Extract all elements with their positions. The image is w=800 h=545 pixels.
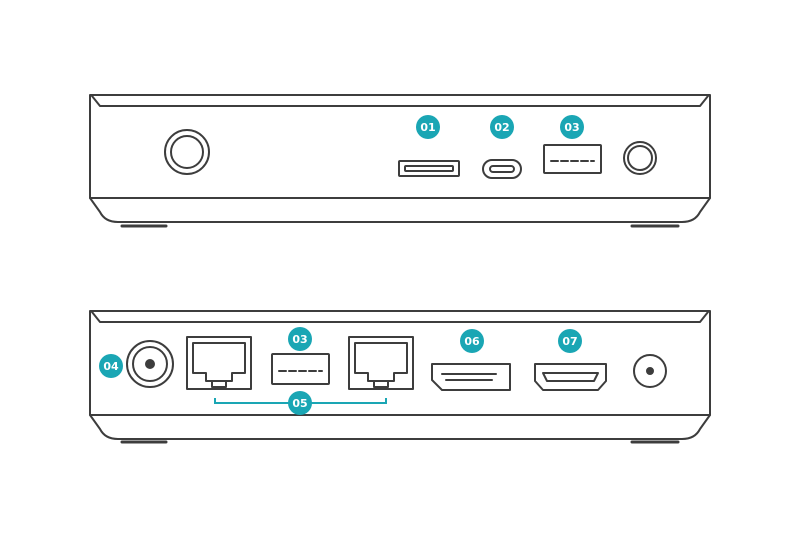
rear-top-bevel bbox=[91, 311, 709, 323]
badge-01-label: 01 bbox=[420, 121, 435, 134]
badge-07: 07 bbox=[558, 329, 582, 353]
displayport bbox=[431, 363, 511, 391]
badge-03-rear-label: 03 bbox=[292, 333, 307, 346]
badge-05: 05 bbox=[288, 391, 312, 415]
rear-panel bbox=[89, 310, 711, 444]
audio-jack bbox=[623, 141, 657, 175]
coax-antenna-port bbox=[126, 340, 174, 388]
usb-a-port-rear bbox=[271, 353, 330, 385]
rear-device-body bbox=[89, 310, 711, 440]
sd-card-slot bbox=[398, 160, 460, 177]
badge-05-label: 05 bbox=[292, 397, 307, 410]
dc-power-jack bbox=[633, 354, 667, 388]
ethernet-port-right bbox=[348, 336, 414, 390]
badge-06: 06 bbox=[460, 329, 484, 353]
ethernet-port-left bbox=[186, 336, 252, 390]
front-top-bevel bbox=[91, 95, 709, 107]
badge-03-rear: 03 bbox=[288, 327, 312, 351]
usb-c-port bbox=[482, 159, 522, 179]
front-panel bbox=[89, 94, 711, 228]
badge-02-label: 02 bbox=[494, 121, 509, 134]
badge-03-front: 03 bbox=[560, 115, 584, 139]
badge-03-front-label: 03 bbox=[564, 121, 579, 134]
badge-04-label: 04 bbox=[103, 360, 119, 373]
badge-01: 01 bbox=[416, 115, 440, 139]
badge-04: 04 bbox=[99, 354, 123, 378]
power-button bbox=[164, 129, 210, 175]
badge-02: 02 bbox=[490, 115, 514, 139]
front-device-body bbox=[89, 94, 711, 223]
hdmi-port bbox=[534, 363, 607, 391]
badge-07-label: 07 bbox=[562, 335, 577, 348]
badge-06-label: 06 bbox=[464, 335, 480, 348]
usb-a-port-front bbox=[543, 144, 602, 174]
